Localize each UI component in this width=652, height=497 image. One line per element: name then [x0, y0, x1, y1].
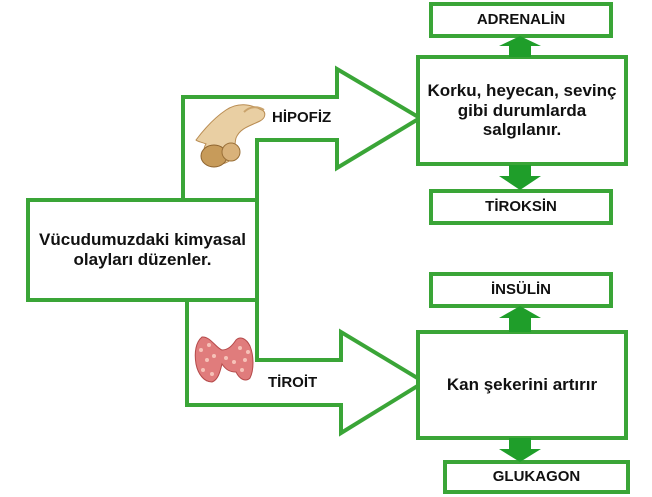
upper-info-text: Korku, heyecan, sevinç gibi durumlarda s… — [427, 81, 617, 140]
insulin-box — [429, 272, 613, 308]
arrow-down-tiroksin — [499, 165, 541, 190]
lower-info-text: Kan şekerini artırır — [446, 375, 598, 395]
center-box — [26, 198, 259, 302]
adrenalin-label: ADRENALİN — [476, 11, 566, 29]
tiroksin-box — [429, 189, 613, 225]
glukagon-box — [443, 460, 630, 494]
tiroksin-label: TİROKSİN — [485, 198, 557, 216]
center-box-text: Vücudumuzdaki kimyasal olayları düzenler… — [39, 230, 246, 269]
insulin-label: İNSÜLİN — [491, 281, 551, 299]
arrow-down-glukagon — [499, 438, 541, 462]
arrow-up-insulin — [499, 306, 541, 332]
hipofiz-label: HİPOFİZ — [272, 109, 332, 127]
adrenalin-box — [429, 2, 613, 38]
upper-flow-arrow — [181, 65, 424, 202]
lower-flow-arrow — [185, 298, 428, 437]
glukagon-label: GLUKAGON — [492, 468, 581, 486]
tiroit-label: TİROİT — [268, 374, 318, 392]
arrow-up-adrenalin — [499, 36, 541, 57]
pituitary-icon — [195, 104, 266, 168]
thyroid-icon — [190, 335, 254, 383]
